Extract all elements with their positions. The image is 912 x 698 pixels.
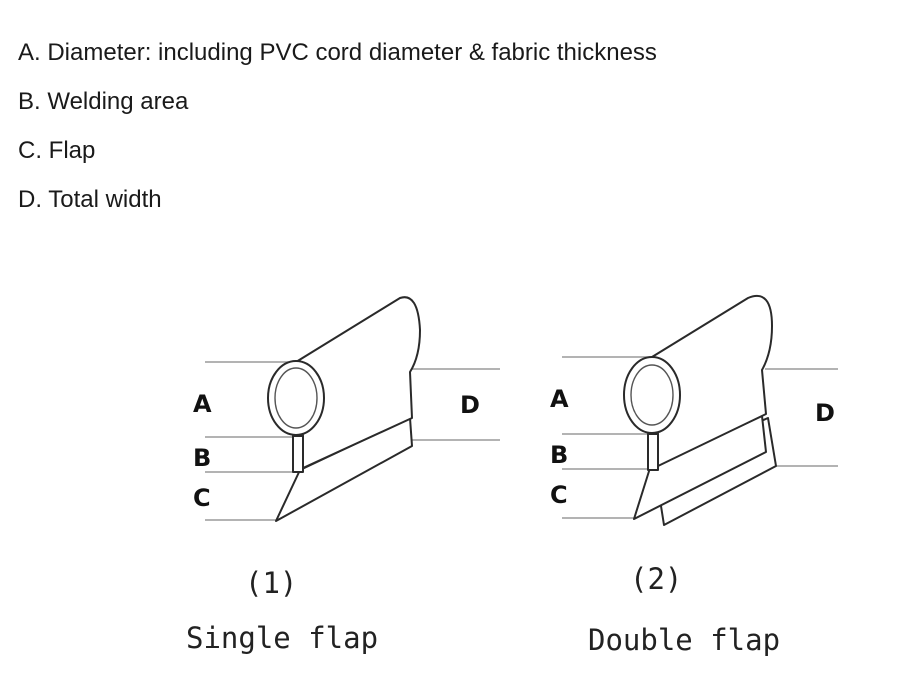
- label-c: C: [193, 484, 211, 512]
- label-b: B: [550, 441, 568, 469]
- legend-item-total-width: D. Total width: [18, 186, 162, 213]
- weld-neck: [647, 433, 659, 471]
- single-flap-diagram: A B C D (1) Single flap: [186, 296, 500, 655]
- diagram-number-1: (1): [245, 566, 297, 600]
- double-flap-diagram: A B C D (2) Double flap: [550, 295, 838, 657]
- label-d: D: [460, 391, 480, 419]
- label-a: A: [550, 385, 569, 413]
- label-d: D: [815, 399, 835, 427]
- caption-single-flap: Single flap: [186, 621, 378, 655]
- label-b: B: [193, 444, 211, 472]
- label-a: A: [193, 390, 212, 418]
- tube-end-inner: [274, 367, 318, 429]
- tube-body: [295, 296, 421, 469]
- label-c: C: [550, 481, 568, 509]
- weld-neck: [292, 435, 304, 473]
- caption-double-flap: Double flap: [588, 623, 780, 657]
- legend-list: A. Diameter: including PVC cord diameter…: [18, 28, 657, 224]
- diagram-number-2: (2): [630, 562, 682, 596]
- tube-body: [651, 295, 773, 467]
- tube-end-outer: [267, 360, 325, 436]
- tube-end-outer: [623, 356, 681, 434]
- tube-end-inner: [630, 364, 674, 426]
- legend-item-welding-area: B. Welding area: [18, 88, 189, 115]
- legend-item-diameter: A. Diameter: including PVC cord diameter…: [18, 39, 657, 66]
- legend-item-flap: C. Flap: [18, 137, 96, 164]
